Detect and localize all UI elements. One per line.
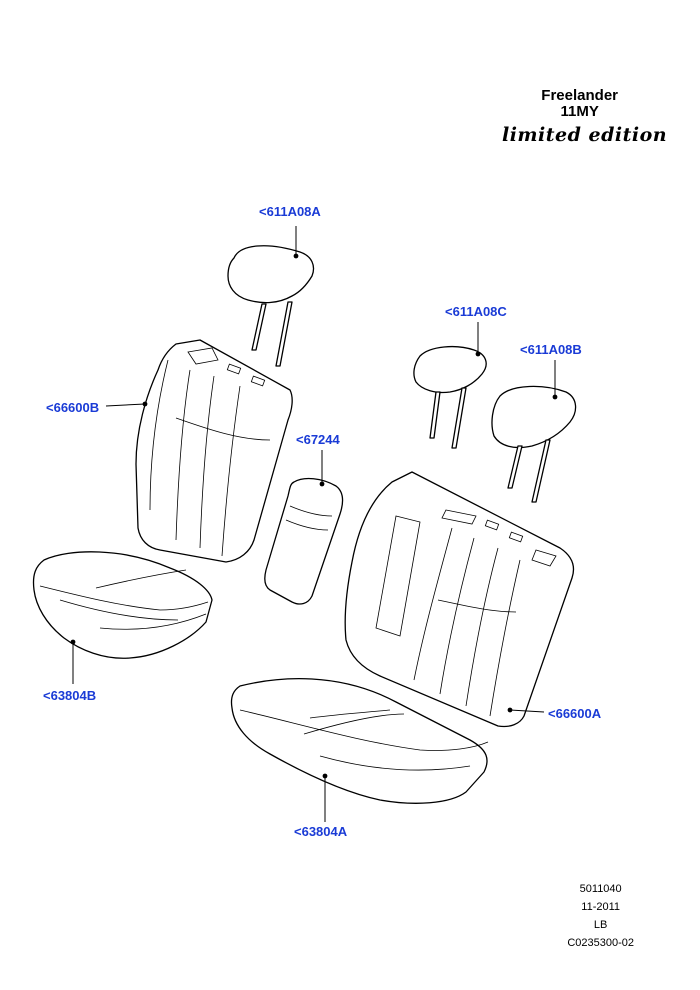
model-name: Freelander bbox=[541, 87, 618, 104]
cushion-right[interactable] bbox=[230, 678, 489, 804]
callout-headrest-right[interactable]: <611A08B bbox=[520, 342, 582, 357]
illustration-ref: C0235300-02 bbox=[567, 937, 634, 949]
backrest-right[interactable] bbox=[344, 471, 575, 728]
callout-backrest-left[interactable]: <66600B bbox=[46, 400, 100, 415]
callout-backrest-right[interactable]: <66600A bbox=[548, 706, 602, 721]
edition-label: limited edition bbox=[502, 124, 668, 146]
callout-headrest-center[interactable]: <611A08A bbox=[259, 204, 321, 219]
drawing-number: 5011040 bbox=[579, 883, 622, 895]
drawing-region: LB bbox=[593, 919, 608, 931]
headrest-left[interactable] bbox=[413, 345, 487, 449]
callout-armrest[interactable]: <67244 bbox=[296, 432, 340, 447]
callout-cushion-right[interactable]: <63804A bbox=[294, 824, 348, 839]
title-block: Freelander 11MY bbox=[541, 88, 618, 120]
drawing-info: 5011040 11-2011 LB C0235300-02 bbox=[567, 880, 634, 952]
cushion-left[interactable] bbox=[32, 551, 213, 659]
callout-headrest-left[interactable]: <611A08C bbox=[445, 304, 507, 319]
headrest-right[interactable] bbox=[491, 385, 577, 503]
leader-lines bbox=[70, 226, 558, 822]
callout-cushion-left[interactable]: <63804B bbox=[43, 688, 97, 703]
backrest-left[interactable] bbox=[135, 339, 293, 563]
drawing-date: 11-2011 bbox=[581, 901, 621, 913]
headrest-center[interactable] bbox=[227, 245, 315, 367]
armrest[interactable] bbox=[264, 477, 344, 605]
model-year: 11MY bbox=[560, 103, 599, 120]
